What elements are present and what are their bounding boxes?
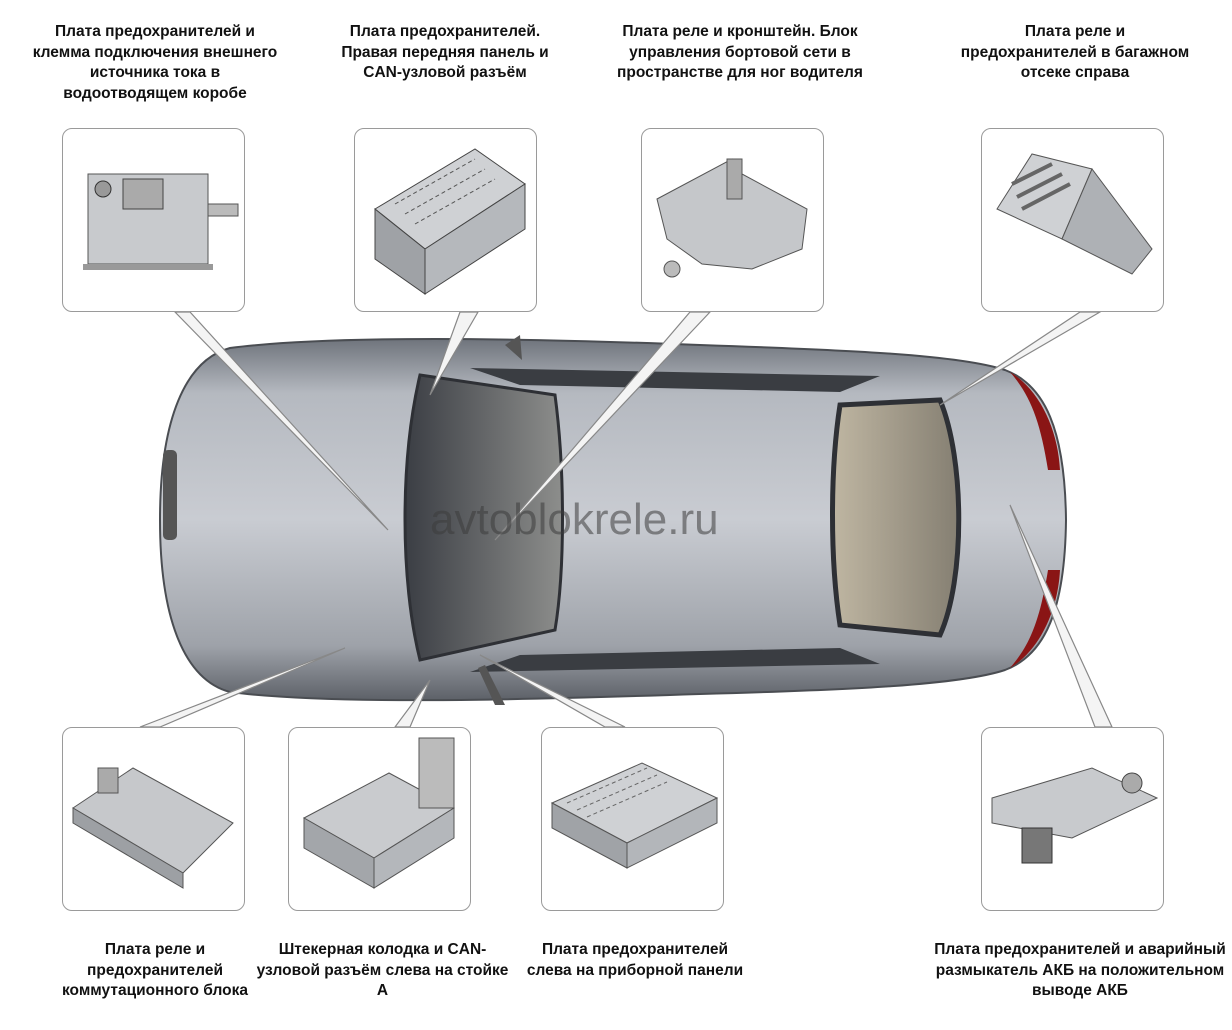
rear-window [830, 397, 962, 638]
side-window-top [470, 368, 880, 392]
leader-lines [139, 311, 1113, 728]
fuse-board-illustration [374, 148, 526, 295]
box-relay-board-bracket [641, 128, 824, 312]
box-fuse-board-water-box [62, 128, 245, 312]
front-grille [163, 450, 177, 540]
label-fuse-board-water-box: Плата предохранителей и клемма подключен… [32, 23, 278, 102]
battery-fuse-illustration [991, 767, 1159, 864]
relay-fuse-illustration [72, 767, 234, 889]
connector-block-illustration [302, 737, 455, 889]
box-fuse-board-battery [981, 727, 1164, 911]
relay-fuse-illustration [996, 153, 1153, 275]
fuse-board-illustration [83, 173, 239, 270]
tail-light-top [1010, 372, 1060, 470]
label-relay-fuse-switch-block: Плата реле и предохранителей коммутацион… [62, 941, 248, 999]
label-fuse-board-right-dash: Плата предохранителей. Правая передняя п… [341, 23, 549, 81]
mirror-bottom [478, 665, 505, 705]
fuse-board-illustration [550, 762, 719, 869]
mirror-top [505, 335, 522, 360]
relay-bracket-illustration [656, 158, 808, 278]
box-relay-fuse-trunk-right [981, 128, 1164, 312]
side-window-bottom [470, 648, 880, 672]
box-relay-fuse-switch-block [62, 727, 245, 911]
watermark: avtoblokrele.ru [430, 495, 719, 544]
label-fuse-board-battery: Плата предохранителей и аварийный размык… [934, 941, 1226, 999]
label-relay-board-bracket: Плата реле и кронштейн. Блок управления … [617, 23, 863, 81]
label-connector-block-a-pillar: Штекерная колодка и CAN-узловой разъём с… [256, 941, 509, 999]
label-fuse-board-left-dash: Плата предохранителей слева на приборной… [526, 941, 744, 979]
box-fuse-board-left-dash [541, 727, 724, 911]
box-connector-block-a-pillar [288, 727, 471, 911]
label-relay-fuse-trunk-right: Плата реле и предохранителей в багажном … [960, 23, 1190, 81]
box-fuse-board-right-dash [354, 128, 537, 312]
